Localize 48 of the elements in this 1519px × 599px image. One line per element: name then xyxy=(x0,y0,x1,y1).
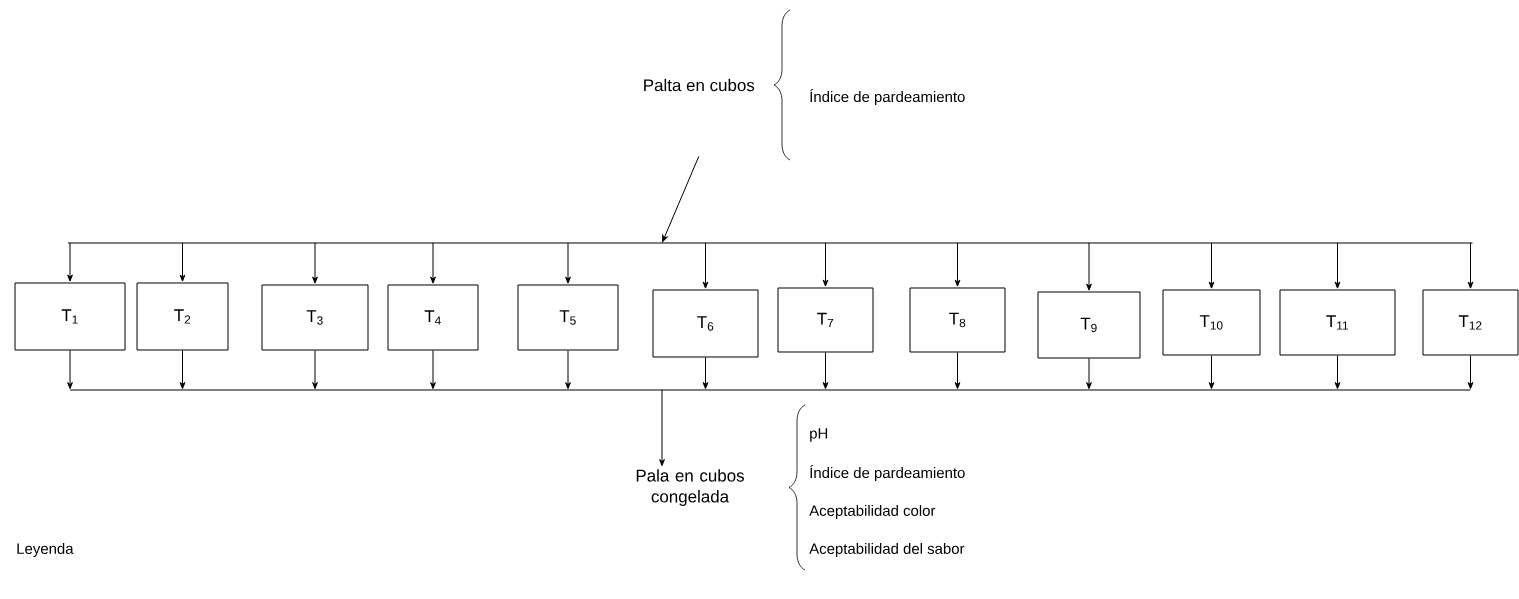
arrow xyxy=(822,352,829,390)
arrow xyxy=(67,242,73,282)
parameter-label: Índice de pardeamiento xyxy=(810,88,965,105)
legend-heading: Leyenda xyxy=(17,543,74,557)
input-text: Palta en cubos xyxy=(644,78,755,92)
arrow xyxy=(565,350,571,390)
arrow xyxy=(702,242,709,289)
parameter-label: Aceptabilidad del sabor xyxy=(809,543,965,557)
arrow xyxy=(822,242,829,287)
arrow xyxy=(702,357,709,390)
parameter-label: pH xyxy=(810,428,828,442)
arrow xyxy=(565,242,571,284)
arrow xyxy=(1208,355,1215,390)
treatment-box: T$_{10}$ xyxy=(1162,289,1261,356)
treatment-box: T$_{6}$ xyxy=(652,289,759,358)
arrow xyxy=(1334,242,1341,289)
treatment-box: T$_{4}$ xyxy=(387,284,479,351)
arrow xyxy=(1208,242,1215,289)
arrow xyxy=(1467,242,1474,289)
arrow xyxy=(954,242,961,287)
arrow xyxy=(659,389,665,467)
parameter-label: Índice de pardeamiento xyxy=(810,464,965,481)
arrow xyxy=(179,350,186,390)
arrow xyxy=(67,350,73,390)
arrow xyxy=(1334,355,1341,390)
treatment-box: T$_{8}$ xyxy=(909,287,1006,353)
treatment-box: T$_{2}$ xyxy=(136,282,229,351)
arrow xyxy=(179,242,186,282)
parameter-label: Aceptabilidad color xyxy=(809,505,936,519)
arrow xyxy=(312,350,318,390)
treatment-box: T$_{1}$ xyxy=(14,282,126,351)
arrow xyxy=(1467,355,1474,390)
arrow xyxy=(1086,242,1092,291)
treatment-box: T$_{3}$ xyxy=(261,284,369,351)
arrow xyxy=(430,242,436,284)
arrow xyxy=(430,350,436,390)
arrow xyxy=(954,352,961,390)
treatment-box: T$_{12}$ xyxy=(1422,289,1519,356)
arrow xyxy=(662,155,700,243)
connector-line xyxy=(67,242,1473,244)
treatment-box: T$_{11}$ xyxy=(1279,289,1396,356)
treatment-box: T$_{7}$ xyxy=(777,287,874,353)
connector-line xyxy=(69,389,1471,391)
treatment-box: T$_{5}$ xyxy=(517,284,619,351)
arrow xyxy=(312,242,318,284)
output-text: Pala en cubos congelada xyxy=(636,469,744,506)
treatment-box: T$_{9}$ xyxy=(1037,291,1141,359)
arrow xyxy=(1086,358,1092,390)
